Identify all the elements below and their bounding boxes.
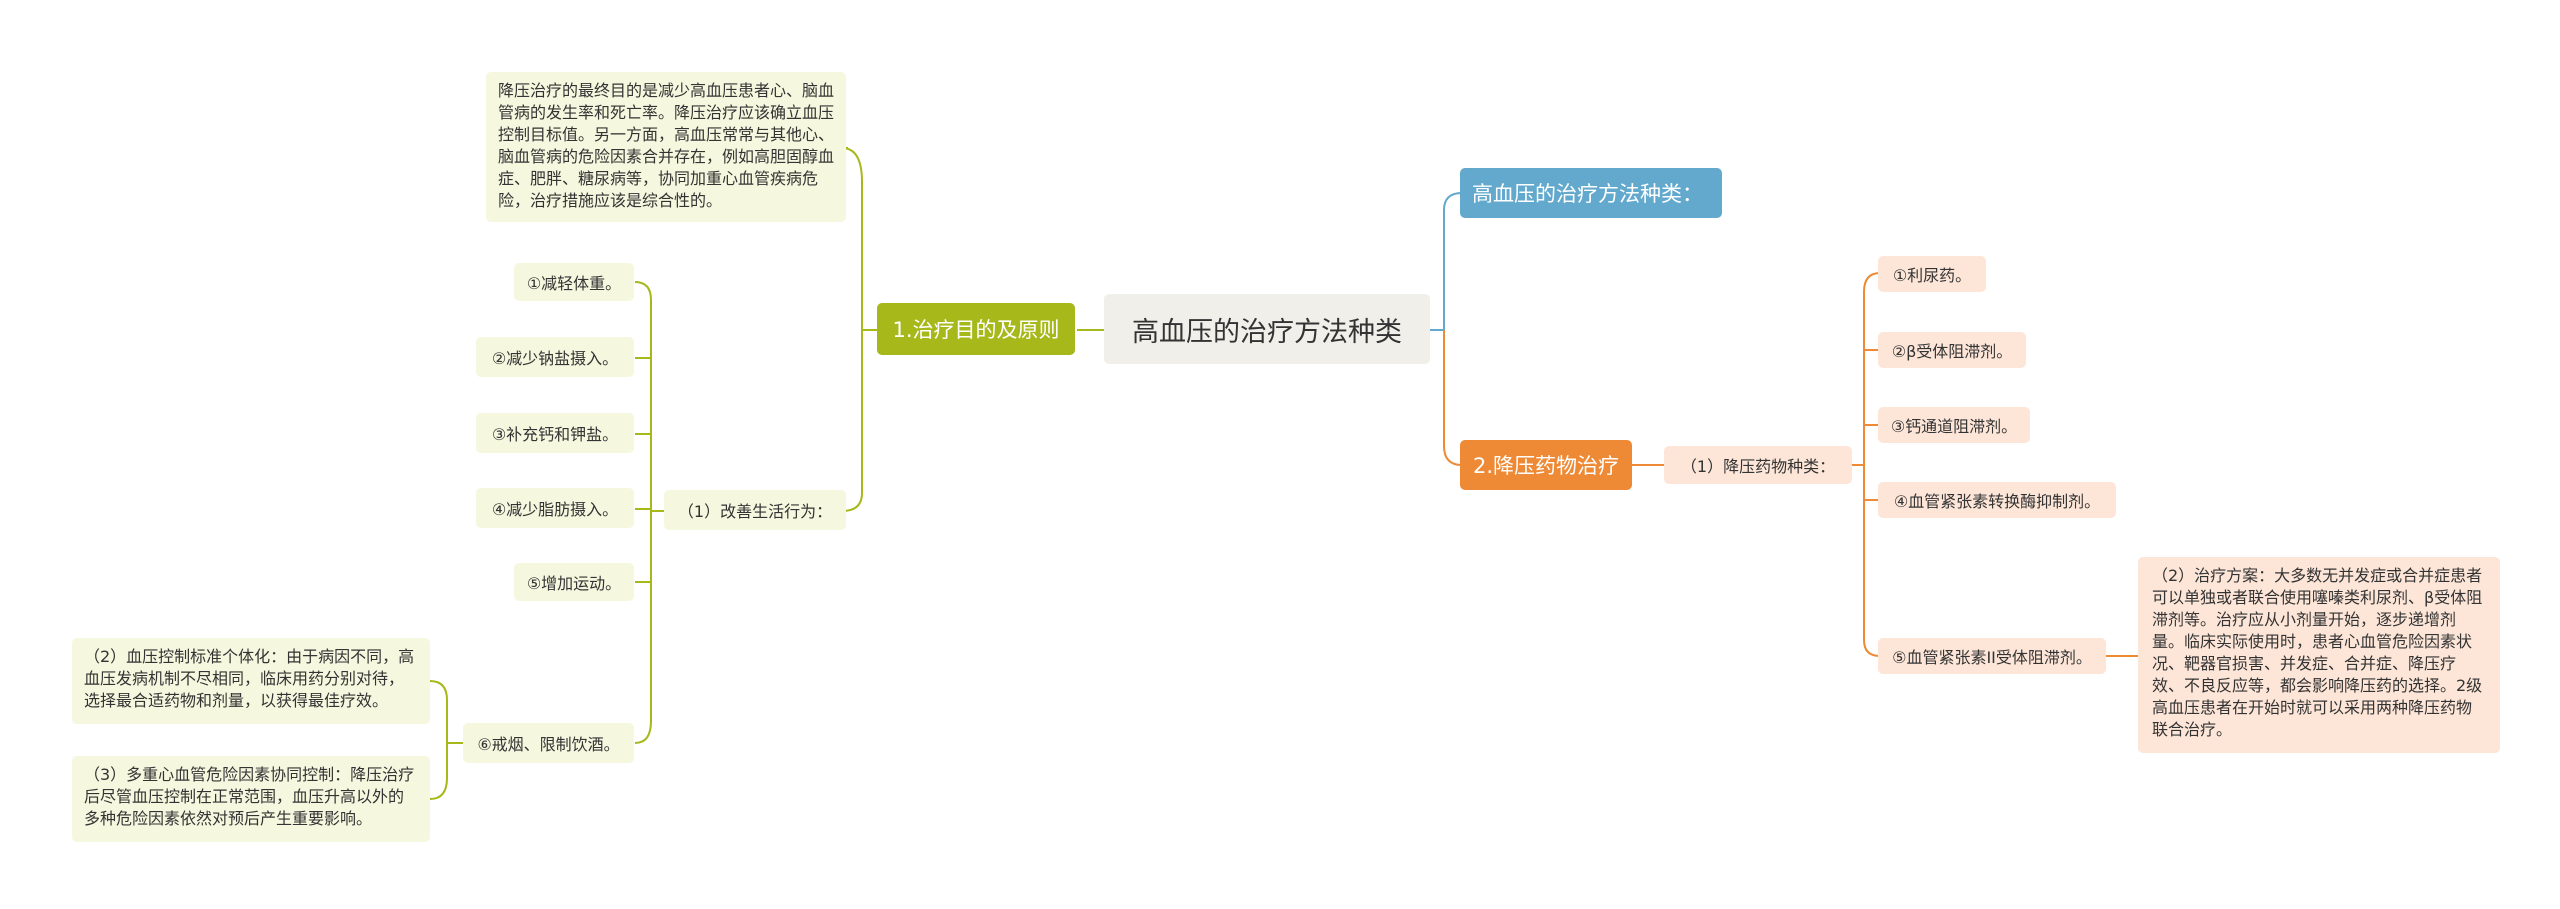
goals-paragraph-node[interactable]: 降压治疗的最终目的是减少高血压患者心、脑血管病的发生率和死亡率。降压治疗应该确立… xyxy=(486,72,846,222)
lifestyle-item[interactable]: ②减少钠盐摄入。 xyxy=(476,337,634,377)
branch-treatment-goals[interactable]: 1.治疗目的及原则 xyxy=(877,303,1075,355)
drug-type-item[interactable]: ②β受体阻滞剂。 xyxy=(1878,332,2026,368)
root-topic[interactable]: 高血压的治疗方法种类 xyxy=(1104,294,1430,364)
treatment-plan-node[interactable]: （2）治疗方案：大多数无并发症或合并症患者可以单独或者联合使用噻嗪类利尿剂、β受… xyxy=(2138,557,2500,753)
drug-types-label: （1）降压药物种类： xyxy=(1680,457,1836,476)
risk-factor-control-text: （3）多重心血管危险因素协同控制：降压治疗后尽管血压控制在正常范围，血压升高以外… xyxy=(84,765,415,828)
lifestyle-item[interactable]: ⑥戒烟、限制饮酒。 xyxy=(463,723,634,763)
drug-type-item-label: ⑤血管紧张素II受体阻滞剂。 xyxy=(1892,648,2092,667)
lifestyle-node[interactable]: （1）改善生活行为： xyxy=(664,490,846,530)
drug-type-item-label: ①利尿药。 xyxy=(1892,266,1972,285)
branch-treatment-methods-label: 高血压的治疗方法种类： xyxy=(1472,182,1703,206)
lifestyle-item-label: ③补充钙和钾盐。 xyxy=(491,425,619,444)
branch-treatment-methods[interactable]: 高血压的治疗方法种类： xyxy=(1460,168,1722,218)
lifestyle-item[interactable]: ③补充钙和钾盐。 xyxy=(476,413,634,453)
branch-treatment-goals-label: 1.治疗目的及原则 xyxy=(892,318,1060,342)
lifestyle-item-label: ⑤增加运动。 xyxy=(526,574,622,593)
individualized-control-text: （2）血压控制标准个体化：由于病因不同，高血压发病机制不尽相同，临床用药分别对待… xyxy=(84,647,415,710)
drug-type-item-label: ④血管紧张素转换酶抑制剂。 xyxy=(1893,492,2101,511)
individualized-control-node[interactable]: （2）血压控制标准个体化：由于病因不同，高血压发病机制不尽相同，临床用药分别对待… xyxy=(72,638,430,724)
lifestyle-item-label: ①减轻体重。 xyxy=(526,274,622,293)
drug-type-item[interactable]: ①利尿药。 xyxy=(1878,256,1986,292)
drug-type-item-label: ③钙通道阻滞剂。 xyxy=(1890,417,2018,436)
lifestyle-item-label: ⑥戒烟、限制饮酒。 xyxy=(477,735,620,754)
branch-drug-therapy[interactable]: 2.降压药物治疗 xyxy=(1460,440,1632,490)
lifestyle-item[interactable]: ④减少脂肪摄入。 xyxy=(476,488,634,528)
lifestyle-item[interactable]: ①减轻体重。 xyxy=(514,263,634,301)
drug-types-node[interactable]: （1）降压药物种类： xyxy=(1664,446,1852,484)
lifestyle-item[interactable]: ⑤增加运动。 xyxy=(514,563,634,601)
drug-type-item[interactable]: ⑤血管紧张素II受体阻滞剂。 xyxy=(1878,638,2106,674)
root-topic-label: 高血压的治疗方法种类 xyxy=(1132,316,1402,348)
lifestyle-item-label: ④减少脂肪摄入。 xyxy=(491,500,619,519)
drug-type-item[interactable]: ④血管紧张素转换酶抑制剂。 xyxy=(1878,482,2116,518)
drug-type-item-label: ②β受体阻滞剂。 xyxy=(1891,342,2013,361)
drug-type-item[interactable]: ③钙通道阻滞剂。 xyxy=(1878,407,2030,443)
lifestyle-item-label: ②减少钠盐摄入。 xyxy=(491,349,619,368)
lifestyle-label: （1）改善生活行为： xyxy=(677,502,833,521)
branch-drug-therapy-label: 2.降压药物治疗 xyxy=(1472,454,1620,478)
risk-factor-control-node[interactable]: （3）多重心血管危险因素协同控制：降压治疗后尽管血压控制在正常范围，血压升高以外… xyxy=(72,756,430,842)
treatment-plan-text: （2）治疗方案：大多数无并发症或合并症患者可以单独或者联合使用噻嗪类利尿剂、β受… xyxy=(2152,566,2483,739)
goals-paragraph-text: 降压治疗的最终目的是减少高血压患者心、脑血管病的发生率和死亡率。降压治疗应该确立… xyxy=(498,81,835,210)
